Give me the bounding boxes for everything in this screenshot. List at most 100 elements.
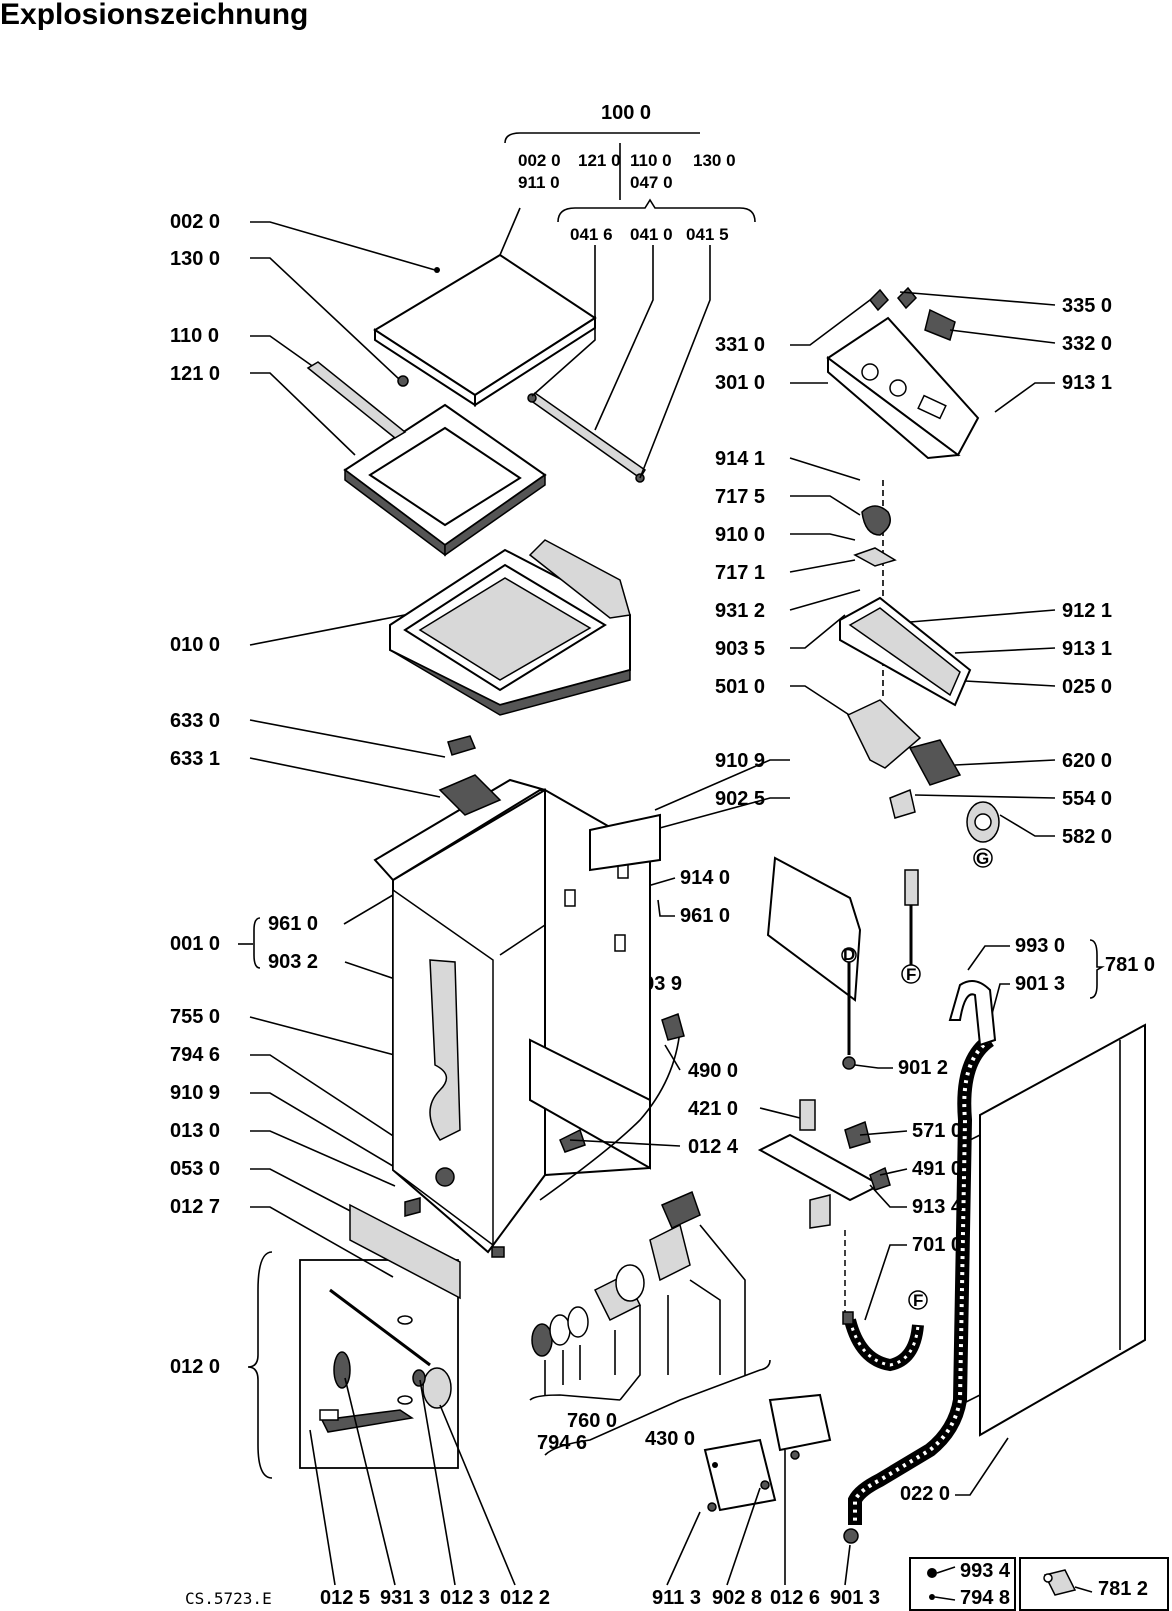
label-903-5: 903 5 — [715, 638, 765, 660]
label-001-0: 001 0 — [170, 933, 220, 955]
label-902-5: 902 5 — [715, 788, 765, 810]
label-910-9-left: 910 9 — [170, 1082, 220, 1104]
label-012-2: 012 2 — [500, 1587, 550, 1609]
label-121-0: 121 0 — [170, 363, 220, 385]
drain-hose-781-0: 993 0 901 3 781 0 — [843, 935, 1155, 1544]
label-913-1-mid: 913 1 — [1062, 638, 1112, 660]
label-760-0: 760 0 — [567, 1410, 617, 1432]
legend-box-2: 781 2 — [1019, 1557, 1169, 1611]
mark-g: G — [976, 849, 989, 868]
label-914-0: 914 0 — [680, 867, 730, 889]
label-901-3-top: 901 3 — [1015, 973, 1065, 995]
label-781-2: 781 2 — [1098, 1578, 1148, 1600]
label-110-0-top: 110 0 — [630, 151, 672, 170]
label-110-0: 110 0 — [170, 325, 219, 347]
top-panel-010-0 — [389, 539, 631, 716]
label-903-2: 903 2 — [268, 951, 318, 973]
label-633-1: 633 1 — [170, 748, 220, 770]
label-901-2: 901 2 — [898, 1057, 948, 1079]
bracket-902-8 — [703, 1393, 832, 1512]
control-panel-301-0 — [826, 286, 980, 460]
label-701-0: 701 0 — [912, 1234, 962, 1256]
label-755-0: 755 0 — [170, 1006, 220, 1028]
label-910-9-right: 910 9 — [715, 750, 765, 772]
label-041-0: 041 0 — [630, 225, 673, 244]
label-913-1-top: 913 1 — [1062, 372, 1112, 394]
label-332-0: 332 0 — [1062, 333, 1112, 355]
label-012-5: 012 5 — [320, 1587, 370, 1609]
label-582-0: 582 0 — [1062, 826, 1112, 848]
door-frame-121-0 — [306, 361, 547, 557]
label-491-0: 491 0 — [912, 1158, 962, 1180]
label-931-3: 931 3 — [380, 1587, 430, 1609]
label-012-4: 012 4 — [688, 1136, 739, 1158]
cabinet-001-0 — [349, 735, 685, 1300]
label-012-7: 012 7 — [170, 1196, 220, 1218]
label-012-6: 012 6 — [770, 1587, 820, 1609]
label-331-0: 331 0 — [715, 334, 765, 356]
mark-f1: F — [906, 965, 916, 984]
bottom-labels: CS.5723.E 012 5 931 3 012 3 012 2 911 3 … — [185, 1377, 880, 1609]
label-041-6: 041 6 — [570, 225, 613, 244]
label-010-0: 010 0 — [170, 634, 220, 656]
label-022-0: 022 0 — [900, 1483, 950, 1505]
label-012-3: 012 3 — [440, 1587, 490, 1609]
label-794-8: 794 8 — [960, 1587, 1010, 1609]
label-025-0: 025 0 — [1062, 676, 1112, 698]
label-571-0: 571 0 — [912, 1120, 962, 1142]
label-910-0: 910 0 — [715, 524, 765, 546]
label-993-0: 993 0 — [1015, 935, 1065, 957]
label-911-0-top: 911 0 — [518, 173, 560, 192]
label-794-6-bottom: 794 6 — [537, 1432, 587, 1454]
drawing-code: CS.5723.E — [185, 1589, 272, 1608]
programmer-501-0: G — [839, 505, 1000, 868]
label-041-5: 041 5 — [686, 225, 729, 244]
label-130-0-top: 130 0 — [693, 151, 736, 170]
side-panel-022-0: 022 0 — [900, 1023, 1146, 1505]
motor-bracket: 571 0 491 0 913 4 701 0 F — [757, 1099, 963, 1372]
leader-047-0 — [499, 207, 521, 256]
label-931-2: 931 2 — [715, 600, 765, 622]
label-121-0-top: 121 0 — [578, 151, 621, 170]
right-top-labels: 331 0 301 0 335 0 332 0 913 1 — [715, 291, 1112, 413]
label-911-3: 911 3 — [652, 1587, 701, 1609]
label-501-0: 501 0 — [715, 676, 765, 698]
label-421-0: 421 0 — [688, 1098, 738, 1120]
mark-f2: F — [913, 1291, 923, 1310]
assembly-012-0 — [247, 1251, 459, 1479]
legend-box-1: 993 4 794 8 — [909, 1557, 1016, 1611]
label-013-0: 013 0 — [170, 1120, 220, 1142]
label-620-0: 620 0 — [1062, 750, 1112, 772]
label-633-0: 633 0 — [170, 710, 220, 732]
label-717-5: 717 5 — [715, 486, 765, 508]
label-794-6-left: 794 6 — [170, 1044, 220, 1066]
left-labels: 002 0 130 0 110 0 121 0 010 0 633 0 633 … — [170, 211, 318, 1378]
label-301-0: 301 0 — [715, 372, 765, 394]
label-012-0: 012 0 — [170, 1356, 220, 1378]
label-130-0: 130 0 — [170, 248, 220, 270]
pump-430-0: 760 0 794 6 430 0 — [529, 1190, 771, 1456]
lid-002-0 — [373, 253, 597, 407]
label-961-0-left: 961 0 — [268, 913, 318, 935]
label-717-1: 717 1 — [715, 562, 765, 584]
label-002-0: 002 0 — [170, 211, 220, 233]
label-912-1: 912 1 — [1062, 600, 1112, 622]
label-781-0: 781 0 — [1105, 954, 1155, 976]
label-490-0: 490 0 — [688, 1060, 738, 1082]
label-902-8: 902 8 — [712, 1587, 762, 1609]
label-053-0: 053 0 — [170, 1158, 220, 1180]
label-993-4: 993 4 — [960, 1560, 1011, 1582]
label-430-0: 430 0 — [645, 1428, 695, 1450]
label-047-0: 047 0 — [630, 173, 673, 192]
left-leaders — [238, 221, 446, 1278]
label-961-0-right: 961 0 — [680, 905, 730, 927]
page-title: Explosionszeichnung — [0, 0, 309, 31]
label-914-1: 914 1 — [715, 448, 765, 470]
label-100-0: 100 0 — [601, 102, 651, 124]
label-913-4: 913 4 — [912, 1196, 963, 1218]
bracket-group-1000: 100 0 002 0 121 0 110 0 130 0 911 0 047 … — [504, 102, 756, 244]
cabinet-right-labels: 490 0 421 0 012 4 — [569, 1044, 809, 1158]
cover-flap: D F 901 2 — [766, 856, 948, 1079]
label-901-3-bottom: 901 3 — [830, 1587, 880, 1609]
